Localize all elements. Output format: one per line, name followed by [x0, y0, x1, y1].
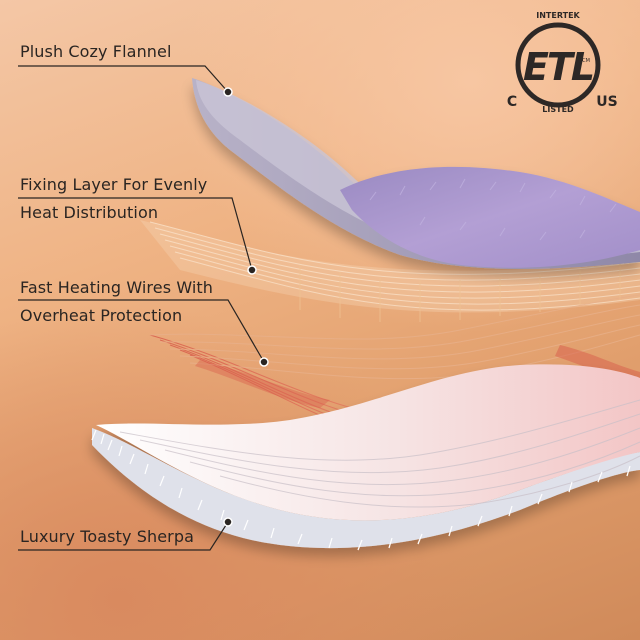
etl-right-text: US	[596, 94, 617, 110]
label-fixing-line1: Fixing Layer For Evenly	[20, 175, 208, 194]
label-fixing-layer: Fixing Layer For Evenly Heat Distributio…	[20, 171, 207, 227]
label-flannel-text: Plush Cozy Flannel	[20, 42, 172, 61]
etl-mark: ETL	[523, 45, 593, 89]
dot-sherpa	[223, 517, 233, 527]
dot-wires	[259, 357, 269, 367]
callout-dots	[223, 87, 269, 527]
flannel-layer	[192, 78, 640, 270]
leader-sherpa	[18, 521, 229, 551]
label-heating-wires: Fast Heating Wires With Overheat Protect…	[20, 274, 213, 330]
etl-top-text: INTERTEK	[536, 11, 580, 20]
label-plush-cozy-flannel: Plush Cozy Flannel	[20, 38, 172, 66]
label-fixing-line2: Heat Distribution	[20, 203, 159, 222]
label-sherpa-text: Luxury Toasty Sherpa	[20, 527, 195, 546]
fixing-mesh-layer	[140, 220, 640, 322]
etl-small-text: CM	[582, 58, 590, 64]
dot-flannel	[223, 87, 233, 97]
leader-fixing	[18, 197, 253, 271]
label-wires-line2: Overheat Protection	[20, 306, 183, 325]
label-wires-line1: Fast Heating Wires With	[20, 278, 214, 297]
label-luxury-toasty-sherpa: Luxury Toasty Sherpa	[20, 523, 194, 551]
etl-listed-seal: ETL INTERTEK LISTED C US CM	[507, 11, 618, 114]
etl-bottom-text: LISTED	[542, 105, 574, 114]
dot-fixing	[247, 265, 257, 275]
callout-leaders	[18, 65, 265, 551]
leader-wires	[18, 299, 265, 363]
leader-flannel	[18, 65, 229, 93]
etl-left-text: C	[507, 94, 517, 110]
